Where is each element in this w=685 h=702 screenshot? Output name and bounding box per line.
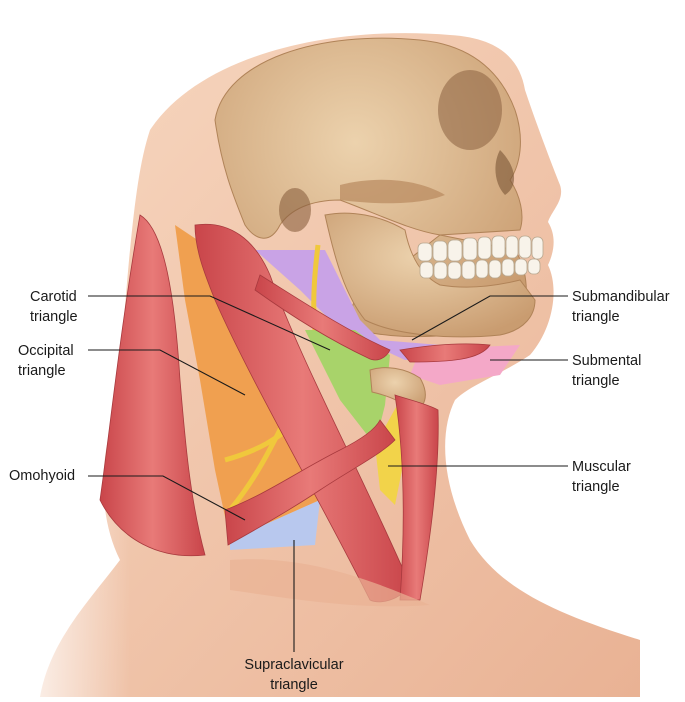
leader-carotid — [88, 295, 331, 351]
nasal-cavity — [495, 150, 515, 195]
label-submental-triangle: Submental triangle — [572, 353, 642, 389]
occipital-triangle-region — [175, 225, 330, 540]
trapezius-muscle — [99, 214, 206, 557]
label-omohyoid: Omohyoid — [9, 468, 76, 484]
leader-submandibular — [411, 295, 568, 341]
label-muscular-triangle: Muscular triangle — [572, 459, 631, 495]
leader-lines — [88, 295, 568, 652]
hyoid-bone — [369, 367, 426, 411]
supraclavicular-triangle-region — [230, 500, 320, 550]
digastric-muscle — [254, 274, 391, 361]
label-submandibular-triangle: Submandibular triangle — [572, 289, 670, 325]
label-supraclavicular-triangle: Supraclavicular triangle — [244, 657, 344, 693]
orbit — [438, 70, 502, 150]
leader-occipital — [88, 349, 246, 396]
infrahyoid-muscle — [394, 394, 439, 601]
teeth — [417, 235, 544, 280]
mandible — [324, 212, 536, 338]
submandibular-triangle-region — [255, 250, 460, 360]
clavicle — [230, 559, 430, 607]
ear-canal — [279, 188, 311, 232]
leader-omohyoid — [88, 475, 246, 521]
omohyoid-muscle — [224, 419, 396, 546]
label-occipital-triangle: Occipital triangle — [18, 343, 74, 379]
label-carotid-triangle: Carotid triangle — [30, 289, 78, 325]
